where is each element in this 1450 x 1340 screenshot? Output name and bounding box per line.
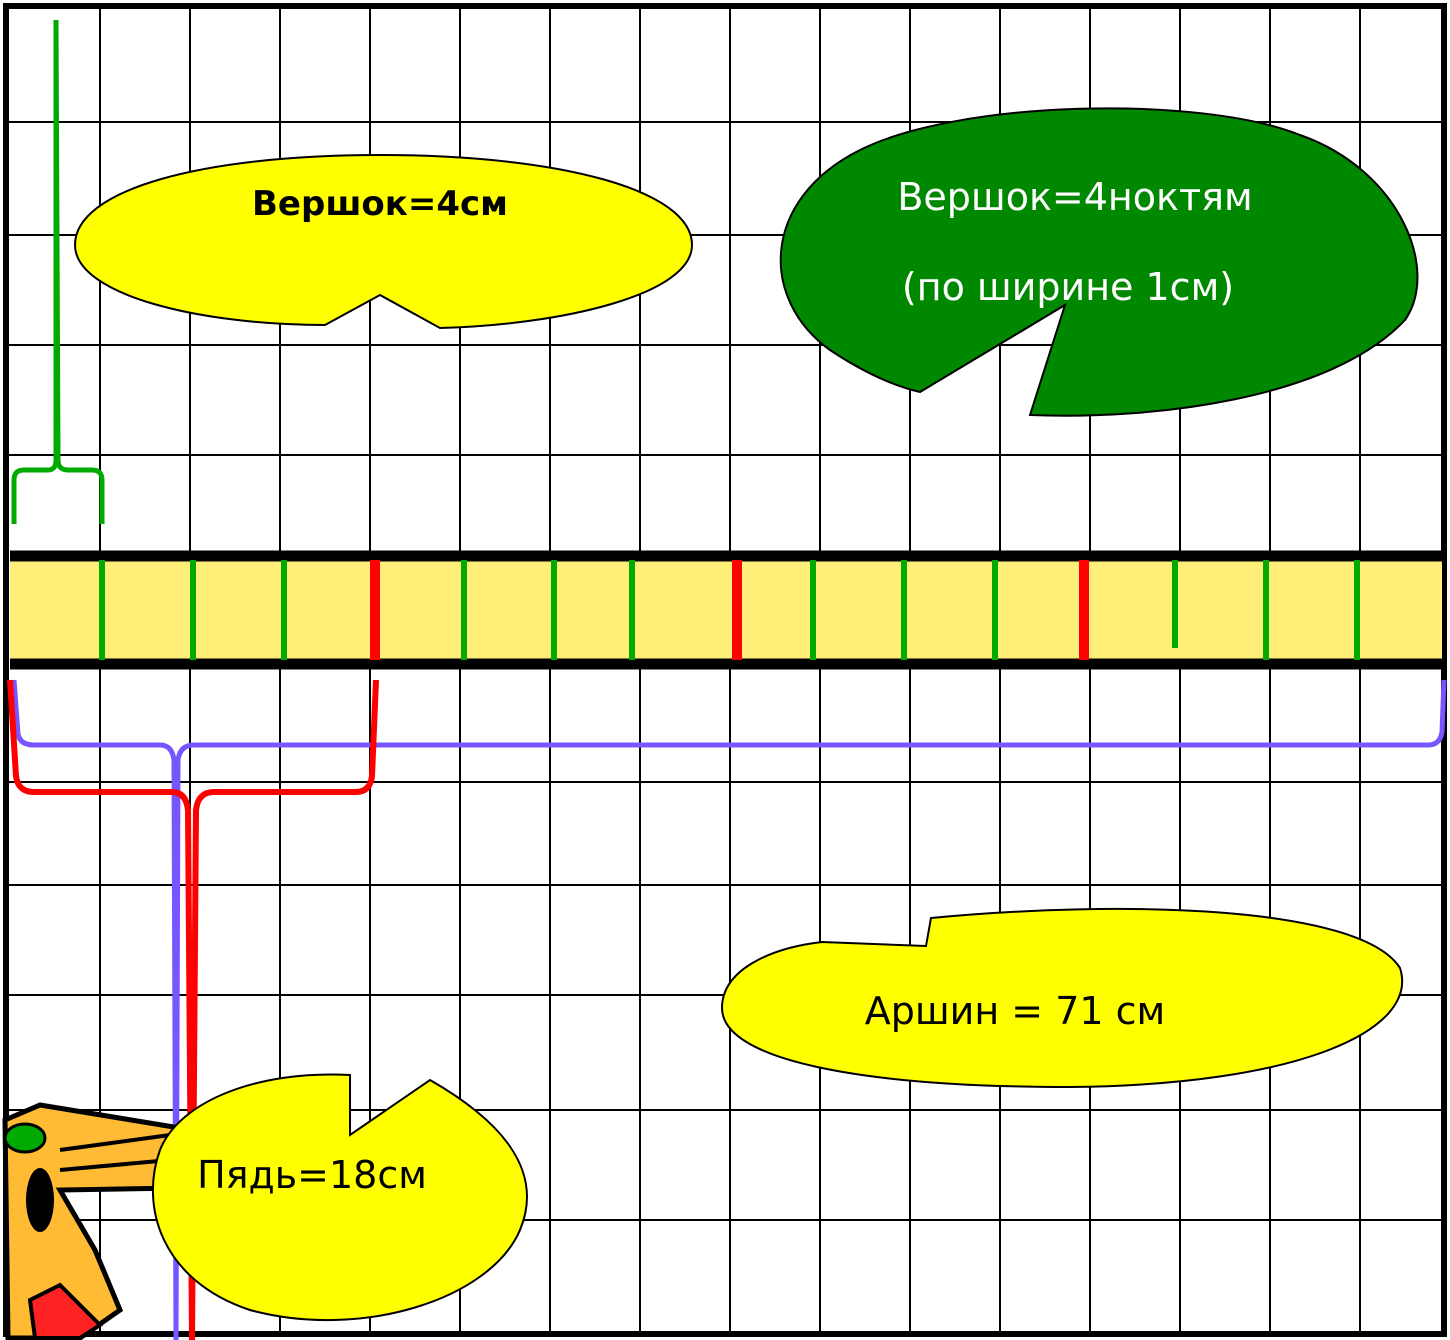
pencil-tip-icon [27,1282,104,1340]
ruler-ticks [99,560,1360,660]
vershok-cm-bubble: Вершок=4см [73,153,694,330]
vershok-nails-line1: Вершок=4ноктям [897,175,1252,219]
arshin-bubble: Аршин = 71 см [720,907,1403,1089]
pencil-eraser-icon [3,1122,47,1154]
pencil-icon [2,1102,183,1340]
vershok-nails-line2: (по ширине 1см) [902,265,1234,309]
arshin-brace [11,679,1447,1340]
ruler [10,550,1442,670]
ruler-band [10,560,1442,660]
arshin-bubble-shape [720,907,1403,1089]
pyad-bubble-shape [151,1073,528,1322]
pyad-brace [7,679,379,1340]
vershok-nails-bubble: Вершок=4ноктям (по ширине 1см) [779,107,1419,417]
vershok-nails-bubble-shape [779,107,1419,417]
vershok-brace [11,19,105,524]
pyad-bubble: Пядь=18см [151,1073,528,1322]
arshin-label: Аршин = 71 см [865,989,1165,1033]
pencil-knot-icon [26,1168,54,1232]
vershok-cm-label: Вершок=4см [252,184,508,224]
pencil-stripe-icon [59,1133,171,1172]
pyad-label: Пядь=18см [197,1153,427,1197]
vershok-cm-bubble-shape [73,153,694,330]
